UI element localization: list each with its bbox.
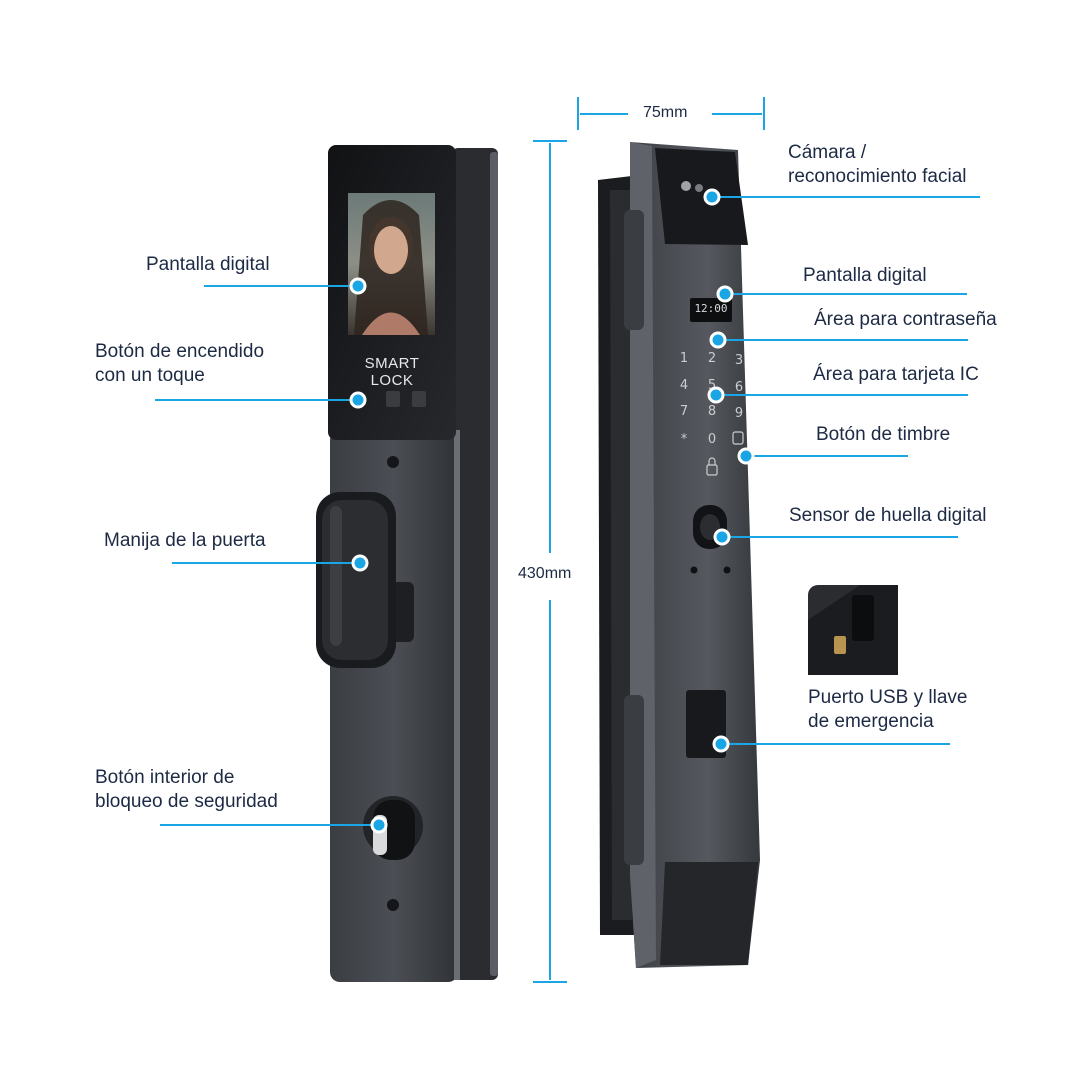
label-safety-lock-line1: Botón interior de (95, 767, 235, 788)
svg-text:2: 2 (708, 351, 716, 366)
keypad: 1 2 3 4 5 6 7 8 9 * 0 (680, 351, 744, 476)
label-screen: Pantalla digital (146, 254, 270, 275)
label-safety-lock-line2: bloqueo de seguridad (95, 791, 278, 812)
safety-knob (363, 796, 423, 860)
label-fingerprint: Sensor de huella digital (789, 505, 987, 526)
label-camera-line2: reconocimiento facial (788, 166, 967, 187)
svg-text:8: 8 (708, 404, 716, 419)
side-display-time: 12:00 (694, 302, 728, 315)
dimension-lines (533, 97, 765, 983)
svg-text:0: 0 (708, 432, 716, 447)
usb-inset-photo (808, 585, 898, 675)
label-usb: Puerto USB y llave de emergencia (808, 686, 967, 734)
label-handle: Manija de la puerta (104, 530, 266, 551)
side-lock-body (598, 142, 760, 968)
label-power-button: Botón de encendido con un toque (95, 340, 264, 388)
svg-text:6: 6 (735, 380, 743, 395)
label-usb-line2: de emergencia (808, 711, 934, 732)
front-screen (348, 193, 435, 335)
svg-text:7: 7 (680, 404, 688, 419)
height-dimension: 430mm (518, 565, 572, 582)
label-camera: Cámara / reconocimiento facial (788, 141, 966, 189)
label-usb-line1: Puerto USB y llave (808, 687, 968, 708)
width-dimension: 75mm (643, 104, 688, 121)
callout-lines (155, 196, 980, 826)
svg-text:4: 4 (680, 378, 688, 393)
label-safety-lock: Botón interior de bloqueo de seguridad (95, 766, 278, 814)
svg-text:*: * (681, 432, 688, 447)
label-password: Área para contraseña (814, 309, 997, 330)
svg-text:1: 1 (680, 351, 688, 366)
screen-brand-text: SMART LOCK (364, 355, 420, 389)
label-doorbell: Botón de timbre (816, 424, 951, 445)
label-power-button-line2: con un toque (95, 365, 205, 386)
svg-text:9: 9 (735, 406, 743, 421)
svg-text:5: 5 (708, 378, 716, 393)
front-buttons (386, 391, 426, 407)
label-ic-card: Área para tarjeta IC (813, 364, 979, 385)
label-power-button-line1: Botón de encendido (95, 341, 265, 362)
label-camera-line1: Cámara / (788, 142, 867, 163)
door-handle (316, 492, 414, 668)
callout-dots (349, 188, 755, 834)
label-display: Pantalla digital (803, 265, 927, 286)
svg-text:3: 3 (735, 353, 743, 368)
